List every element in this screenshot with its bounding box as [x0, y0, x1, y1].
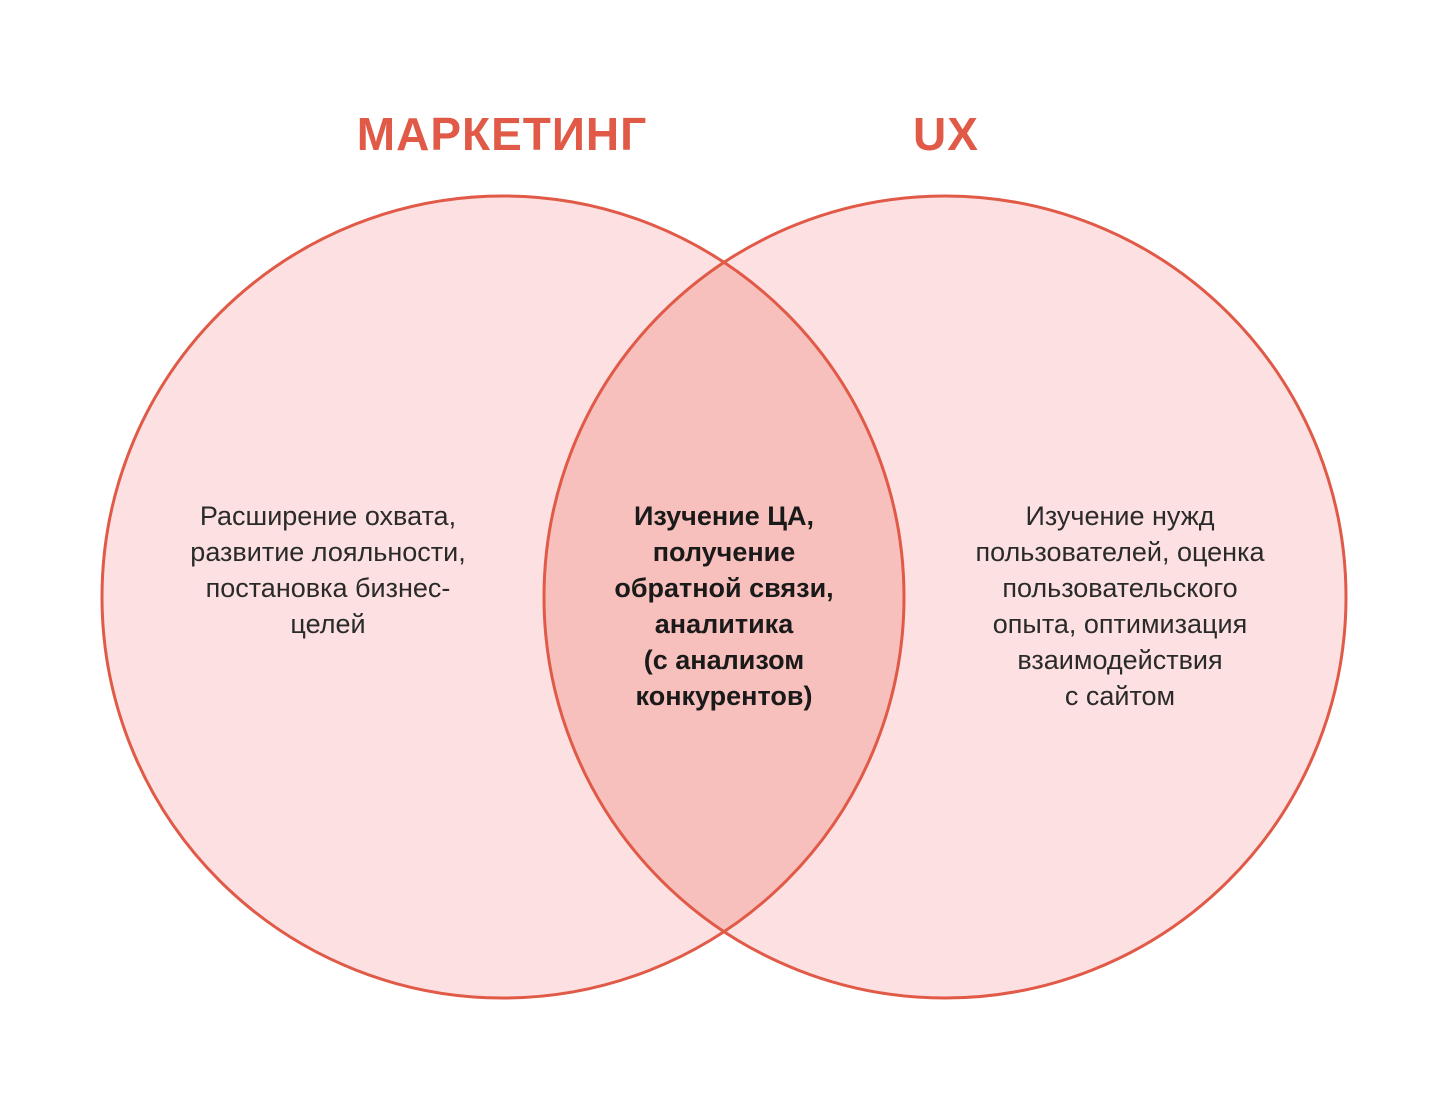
marketing-line: постановка бизнес- — [205, 573, 451, 603]
marketing-line: Расширение охвата, — [199, 501, 457, 531]
ux-description: Изучение нужд пользователей, оценка поль… — [920, 498, 1320, 714]
marketing-line: целей — [290, 609, 366, 639]
intersection-line: получение — [652, 537, 796, 567]
ux-line: с сайтом — [1064, 681, 1176, 711]
intersection-line: аналитика — [654, 609, 794, 639]
ux-line: опыта, оптимизация — [992, 609, 1248, 639]
marketing-line: развитие лояльности, — [190, 537, 466, 567]
marketing-title: МАРКЕТИНГ — [356, 108, 648, 160]
intersection-line: (с анализом — [643, 645, 805, 675]
intersection-description: Изучение ЦА, получение обратной связи, а… — [574, 498, 874, 714]
marketing-description: Расширение охвата, развитие лояльности, … — [128, 498, 528, 642]
ux-line: взаимодействия — [1017, 645, 1223, 675]
intersection-line: конкурентов) — [635, 681, 813, 711]
ux-line: пользовательского — [1002, 573, 1238, 603]
ux-line: Изучение нужд — [1025, 501, 1215, 531]
intersection-line: обратной связи, — [614, 573, 834, 603]
ux-circle-outline — [542, 194, 1348, 1000]
intersection-region — [544, 196, 904, 998]
ux-line: пользователей, оценка — [975, 537, 1265, 567]
intersection-line: Изучение ЦА, — [633, 501, 814, 531]
ux-title: UX — [913, 108, 979, 160]
marketing-circle-outline — [100, 194, 906, 1000]
